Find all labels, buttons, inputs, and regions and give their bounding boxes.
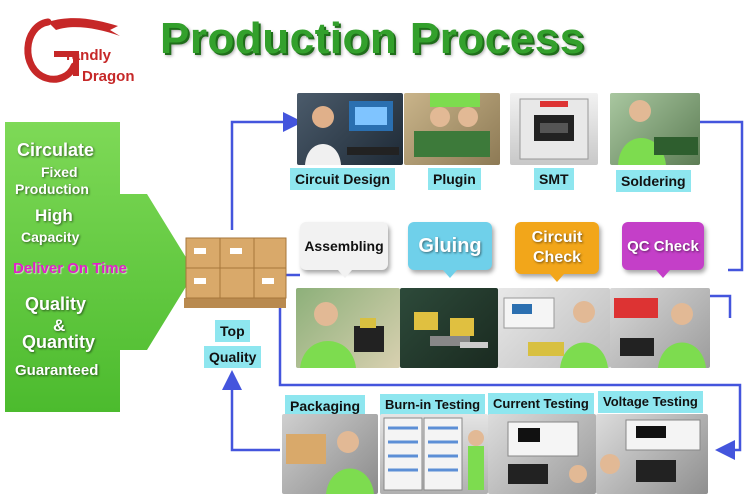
circuit-check-photo <box>498 288 610 368</box>
top-quality-label-quality: Quality <box>204 346 262 368</box>
circuit-design-photo <box>297 93 403 165</box>
green-arrow-icon <box>5 122 195 412</box>
page-title: Production Process <box>160 14 585 63</box>
packaging-photo <box>282 414 378 494</box>
bubble-circuit-check: Circuit Check <box>515 222 599 274</box>
smt-photo <box>510 93 598 165</box>
worker-computer-icon <box>305 101 399 165</box>
plugin-photo <box>404 93 500 165</box>
bubble-circuit-check-label: Circuit Check <box>531 229 583 266</box>
hands-board-icon <box>414 93 490 157</box>
soldering-worker-icon <box>618 100 698 165</box>
current-testing-photo <box>488 414 596 494</box>
qc-check-photo <box>610 288 710 368</box>
company-logo: randly Dragon <box>18 14 135 84</box>
step-plugin: Plugin <box>428 168 481 190</box>
top-quality-label-top: Top <box>215 320 250 342</box>
bubble-tail-circuit-check <box>550 274 564 282</box>
step-circuit-design: Circuit Design <box>290 168 395 190</box>
bubble-assembling-label: Assembling <box>304 238 384 254</box>
bubble-assembling: Assembling <box>300 222 388 270</box>
voltage-testing-photo <box>596 414 708 494</box>
gluing-photo <box>400 288 498 368</box>
assembling-worker-icon <box>300 302 384 368</box>
packing-worker-icon <box>286 431 374 494</box>
step-voltage-testing: Voltage Testing <box>598 391 703 413</box>
arrow-line-high: High <box>35 206 73 225</box>
step-smt: SMT <box>534 168 574 190</box>
tester-hands-icon <box>503 297 608 368</box>
arrow-line-quantity: Quantity <box>22 332 96 352</box>
step-packaging: Packaging <box>285 395 366 417</box>
dragon-logo-icon <box>24 18 120 83</box>
burn-in-testing-photo <box>380 414 488 494</box>
arrow-line-deliver: Deliver On Time <box>13 260 127 277</box>
bubble-gluing: Gluing <box>408 222 492 270</box>
carton-boxes-icon <box>184 237 287 308</box>
bubble-qc-check: QC Check <box>622 222 704 270</box>
burn-in-rack-icon <box>383 417 484 491</box>
arrow-line-capacity: Capacity <box>21 229 80 245</box>
arrow-line-guaranteed: Guaranteed <box>15 362 99 379</box>
logo-line-2: Dragon <box>82 68 135 85</box>
bubble-tail-assembling <box>338 270 352 278</box>
arrow-line-circulate: Circulate <box>17 140 95 160</box>
bubble-tail-qc-check <box>656 270 670 278</box>
bubble-gluing-label: Gluing <box>418 234 482 257</box>
voltage-tester-icon <box>600 419 701 482</box>
step-burn-in-testing: Burn-in Testing <box>380 394 486 416</box>
arrow-line-ampersand: & <box>53 316 66 335</box>
arrow-line-quality: Quality <box>25 294 87 314</box>
logo-line-1: randly <box>66 47 112 64</box>
bubble-qc-check-label: QC Check <box>627 237 699 255</box>
bubble-tail-gluing <box>443 270 457 278</box>
benefits-arrow: Circulate Fixed Production High Capacity… <box>5 122 205 412</box>
step-current-testing: Current Testing <box>488 393 594 415</box>
current-tester-icon <box>507 421 587 484</box>
assembling-photo <box>296 288 400 368</box>
soldering-photo <box>610 93 700 165</box>
step-soldering: Soldering <box>616 170 691 192</box>
arrow-line-fixed: Fixed <box>41 164 78 180</box>
product-boxes-image <box>180 228 290 310</box>
qc-worker-icon <box>614 298 706 368</box>
arrow-line-production: Production <box>15 181 89 197</box>
glue-gun-icon <box>414 312 488 348</box>
smt-machine-icon <box>519 98 589 160</box>
